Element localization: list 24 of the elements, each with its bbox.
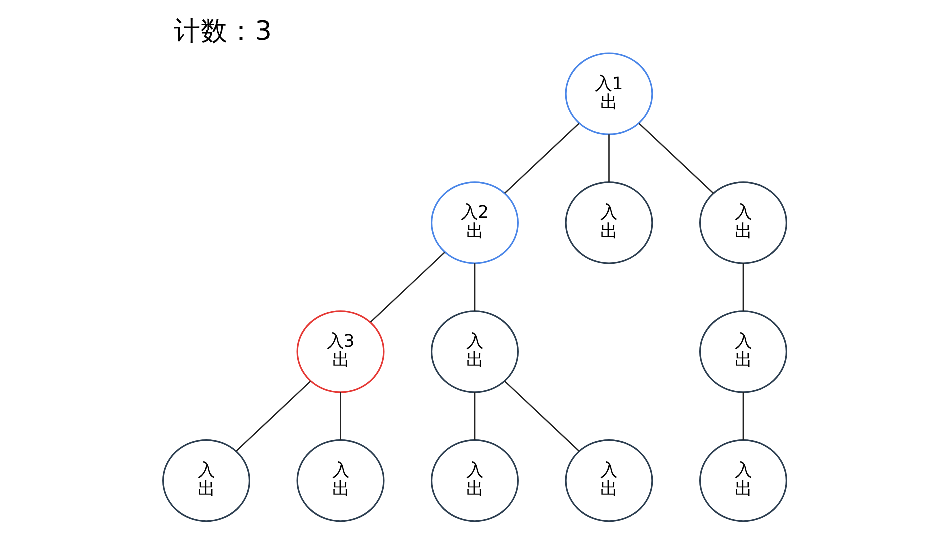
node-circle: 入1 出 (564, 52, 653, 136)
node-circle: 入 出 (430, 440, 518, 522)
connector (504, 381, 580, 452)
node-circle: 入 出 (699, 182, 787, 264)
node-circle: 入3 出 (296, 310, 384, 394)
connector (340, 392, 341, 440)
node-circle: 入 出 (699, 310, 787, 394)
node-circle: 入2 出 (430, 182, 518, 264)
connector (742, 264, 744, 312)
connector (474, 264, 476, 312)
connector (608, 134, 610, 182)
node-circle: 入 出 (699, 440, 787, 522)
diagram-title: 计数：3 (174, 16, 272, 48)
connector (504, 123, 580, 194)
connector (236, 381, 311, 452)
connector (474, 392, 476, 440)
node-circle: 入 出 (564, 440, 653, 522)
node-circle: 入 出 (564, 182, 653, 264)
connector (742, 392, 744, 440)
node-circle: 入 出 (430, 310, 518, 394)
connector (638, 123, 714, 194)
node-circle: 入 出 (296, 440, 384, 522)
connector (370, 252, 445, 323)
node-circle: 入 出 (162, 440, 250, 522)
